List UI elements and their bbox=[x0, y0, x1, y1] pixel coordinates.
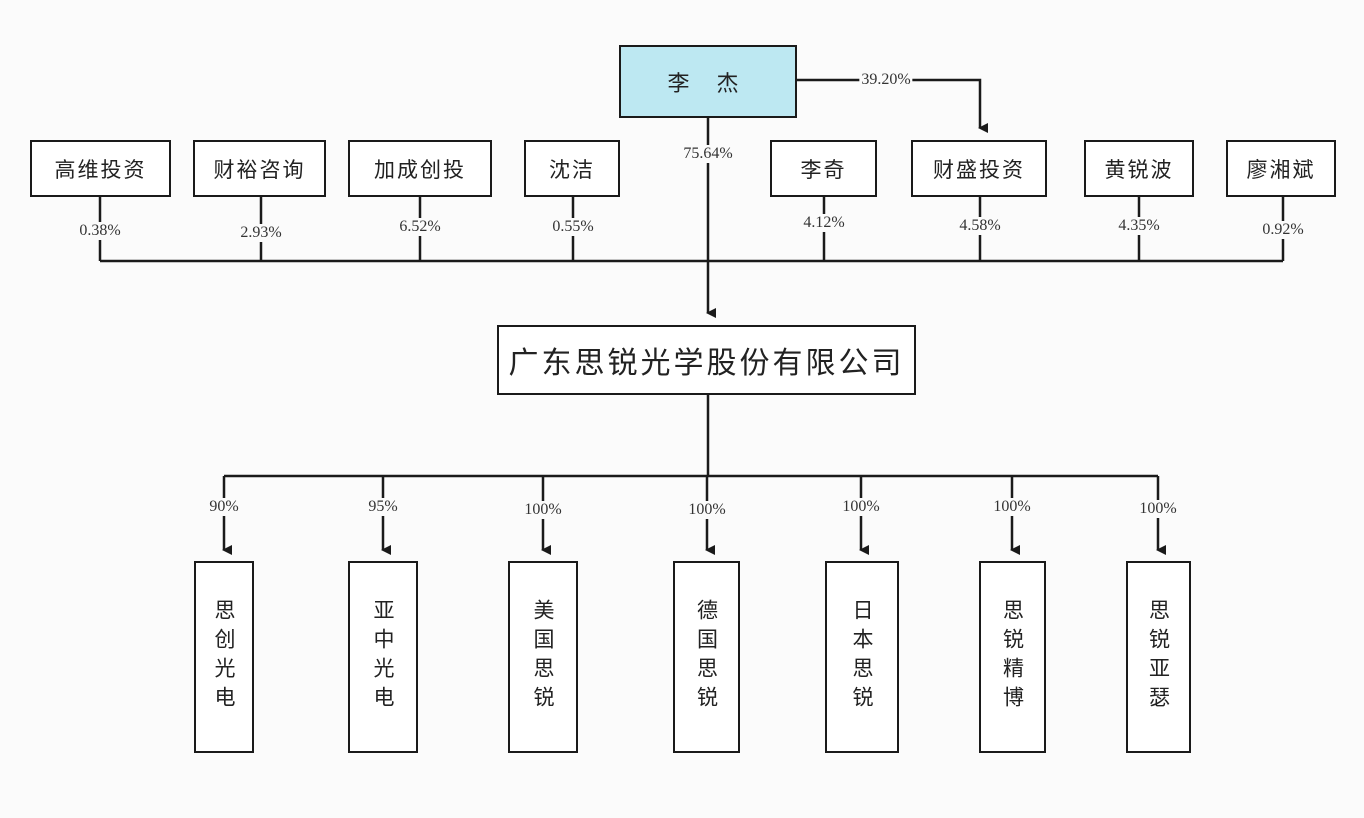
subsidiary-box: 美国思锐 bbox=[508, 561, 578, 753]
shareholder-box: 廖湘斌 bbox=[1226, 140, 1336, 197]
subsidiary-name: 德国思锐 bbox=[694, 599, 719, 715]
subsidiary-pct: 90% bbox=[207, 498, 241, 516]
shareholder-pct: 4.12% bbox=[801, 214, 847, 232]
subsidiary-pct: 95% bbox=[366, 498, 400, 516]
shareholder-name: 沈洁 bbox=[549, 157, 595, 182]
subsidiary-pct: 100% bbox=[522, 501, 564, 519]
subsidiary-box: 日本思锐 bbox=[825, 561, 899, 753]
subsidiary-box: 思锐精博 bbox=[979, 561, 1046, 753]
shareholder-pct: 4.58% bbox=[957, 217, 1003, 235]
subsidiary-box: 亚中光电 bbox=[348, 561, 418, 753]
shareholder-box: 财盛投资 bbox=[911, 140, 1047, 197]
shareholder-name: 加成创投 bbox=[374, 157, 466, 182]
shareholder-box: 高维投资 bbox=[30, 140, 171, 197]
shareholder-box: 财裕咨询 bbox=[193, 140, 326, 197]
shareholder-box: 黄锐波 bbox=[1084, 140, 1194, 197]
shareholder-name: 财盛投资 bbox=[933, 157, 1025, 182]
shareholder-name: 财裕咨询 bbox=[213, 157, 306, 182]
shareholder-name: 廖湘斌 bbox=[1246, 157, 1316, 182]
subsidiary-box: 思锐亚瑟 bbox=[1126, 561, 1191, 753]
subsidiary-box: 思创光电 bbox=[194, 561, 254, 753]
shareholder-name: 李奇 bbox=[800, 157, 847, 182]
company-name: 广东思锐光学股份有限公司 bbox=[508, 346, 905, 381]
indirect-link-line bbox=[796, 78, 988, 133]
shareholder-pct: 2.93% bbox=[238, 224, 284, 242]
shareholder-box: 李奇 bbox=[770, 140, 877, 197]
company-box: 广东思锐光学股份有限公司 bbox=[497, 325, 916, 395]
shareholder-box: 加成创投 bbox=[348, 140, 492, 197]
subsidiary-pct: 100% bbox=[991, 498, 1033, 516]
subsidiary-pct: 100% bbox=[840, 498, 882, 516]
shareholder-box: 沈洁 bbox=[524, 140, 620, 197]
shareholder-name: 黄锐波 bbox=[1104, 157, 1174, 182]
subsidiary-name: 美国思锐 bbox=[531, 599, 555, 715]
subsidiary-pct: 100% bbox=[686, 501, 728, 519]
shareholder-pct: 0.92% bbox=[1260, 221, 1306, 239]
direct-pct-label: 75.64% bbox=[681, 145, 735, 163]
shareholder-name: 高维投资 bbox=[54, 157, 147, 182]
shareholder-pct: 0.38% bbox=[77, 222, 123, 240]
subsidiary-name: 日本思锐 bbox=[850, 599, 874, 715]
subsidiary-box: 德国思锐 bbox=[673, 561, 740, 753]
shareholder-pct: 4.35% bbox=[1116, 217, 1162, 235]
subsidiary-pct: 100% bbox=[1137, 500, 1179, 518]
subsidiary-name: 思创光电 bbox=[212, 599, 236, 715]
shareholder-pct: 6.52% bbox=[397, 218, 443, 236]
shareholder-pct: 0.55% bbox=[550, 218, 596, 236]
subsidiary-name: 亚中光电 bbox=[371, 599, 395, 715]
indirect-pct-label: 39.20% bbox=[859, 71, 913, 89]
top-holder-name: 李 杰 bbox=[667, 71, 749, 97]
subsidiary-name: 思锐精博 bbox=[1000, 599, 1025, 715]
top-holder-box: 李 杰 bbox=[619, 45, 797, 118]
subsidiary-name: 思锐亚瑟 bbox=[1146, 599, 1171, 715]
